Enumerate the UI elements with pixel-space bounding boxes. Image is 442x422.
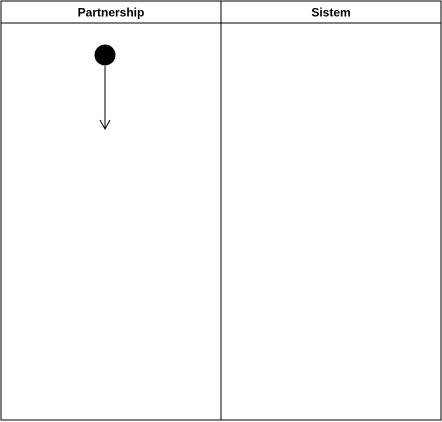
swimlane-sistem-title: Sistem: [311, 6, 350, 20]
swimlane-sistem: Sistem: [220, 0, 442, 421]
swimlane-partnership-border: [0, 0, 222, 421]
swimlane-sistem-border: [220, 0, 442, 421]
control-flow-arrow[interactable]: [99, 66, 111, 131]
initial-node[interactable]: [94, 44, 116, 66]
arrowhead-icon: [99, 119, 111, 131]
swimlane-partnership-title: Partnership: [78, 6, 145, 20]
swimlane-partnership: Partnership: [0, 0, 222, 421]
